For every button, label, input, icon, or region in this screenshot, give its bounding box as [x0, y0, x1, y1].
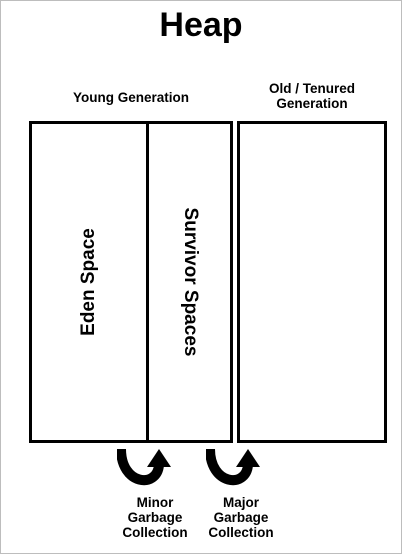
old-generation-label: Old / Tenured Generation	[237, 81, 387, 111]
major-gc-label: Major Garbage Collection	[196, 495, 286, 540]
young-generation-label: Young Generation	[72, 90, 189, 105]
minor-gc-label-line1: Minor	[136, 495, 174, 510]
old-generation-label-line1: Old / Tenured	[268, 81, 355, 96]
minor-gc-label: Minor Garbage Collection	[110, 495, 200, 540]
eden-space-box: Eden Space	[29, 121, 149, 443]
major-gc-label-line3: Collection	[208, 525, 274, 540]
survivor-spaces-label: Survivor Spaces	[179, 207, 201, 357]
major-gc-label-line2: Garbage	[213, 510, 269, 525]
minor-gc-label-line3: Collection	[122, 525, 188, 540]
major-gc-arrow-icon	[206, 448, 260, 486]
minor-gc-label-line2: Garbage	[127, 510, 183, 525]
old-generation-box	[237, 121, 387, 443]
minor-gc-arrow-icon	[117, 448, 171, 486]
survivor-spaces-box: Survivor Spaces	[146, 121, 233, 443]
major-gc-label-line1: Major	[222, 495, 259, 510]
old-generation-label-line2: Generation	[276, 96, 348, 111]
eden-space-label: Eden Space	[78, 228, 99, 336]
diagram-title: Heap	[159, 6, 243, 44]
